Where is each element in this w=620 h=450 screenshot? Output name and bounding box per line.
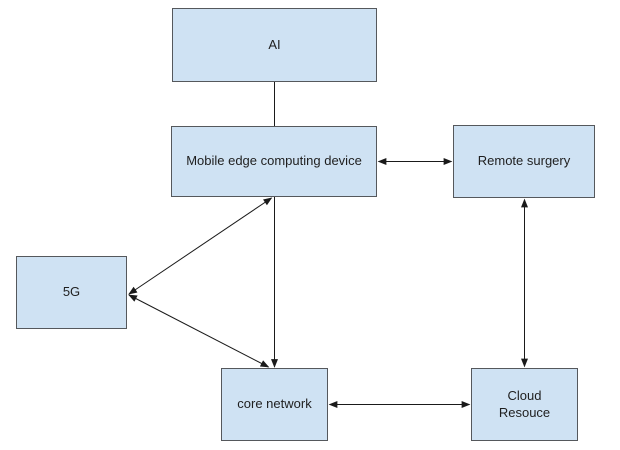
node-mobile-edge-computing-device: Mobile edge computing device [171, 126, 377, 197]
node-5g-label: 5G [62, 284, 81, 300]
node-cloud-resource: Cloud Resouce [471, 368, 578, 441]
node-core-network: core network [221, 368, 328, 441]
connector-5g-core-network [128, 294, 270, 368]
node-core-network-label: core network [237, 396, 312, 412]
node-ai-label: AI [268, 36, 281, 52]
node-ai: AI [172, 8, 377, 82]
node-remote-surgery: Remote surgery [453, 125, 595, 198]
node-mobile-edge-computing-device-label: Mobile edge computing device [186, 153, 362, 169]
node-remote-surgery-label: Remote surgery [477, 153, 571, 169]
connector-mec-5g [128, 197, 273, 295]
node-5g: 5G [16, 256, 127, 329]
node-cloud-resource-label: Cloud Resouce [498, 388, 551, 420]
